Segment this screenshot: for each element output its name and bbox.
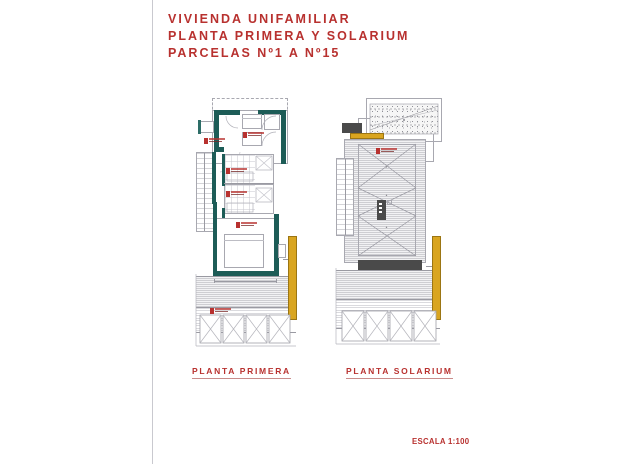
room-tag-text [231,168,247,173]
room-tag-text [215,308,231,313]
wall-top-left [214,110,240,115]
room-tag-bathroom-1 [226,168,247,174]
dimension-line [214,281,276,282]
wall-core-left [222,154,225,186]
partition-core-mid [224,183,274,184]
planta-primera-drawing [195,96,312,358]
wall-right-upper [281,110,286,164]
window-jamb-left [198,120,201,134]
room-tag-marker [236,222,240,228]
bed-upper-pillow-line [242,118,262,119]
room-tag-marker [243,132,247,138]
room-tag-marker [376,148,380,154]
caption-planta-solarium: PLANTA SOLARIUM [346,366,453,379]
wall-core-left-lower [222,208,225,218]
mechanical-vent-3 [379,211,382,213]
stair-treads [197,153,213,231]
roof-drain-marker [387,200,392,205]
screen-connector [426,266,432,267]
room-tag-bathroom-2 [226,191,247,197]
svg-text:▼: ▼ [385,165,388,169]
dimension-tick-left [214,279,215,283]
room-tag-solarium [376,148,397,154]
stair-handrail [204,153,205,231]
room-tag-text [381,148,397,153]
wall-top-right [258,110,286,115]
mechanical-block-centre [377,200,386,220]
gravel-texture-zone [370,104,438,134]
mechanical-vent-2 [379,207,382,209]
title-line-1: VIVIENDA UNIFAMILIAR [168,12,351,26]
terrace-paving-upper [336,270,432,300]
dimension-tick-right [276,279,277,283]
sheet-border-line [152,0,153,464]
wall-upper-stub [214,147,224,152]
terrace-edge-mid [196,307,288,308]
terrace-edge-mid [336,299,432,300]
wall-left-lower [213,202,217,276]
parking-bays [195,274,296,347]
terrace-edge-top [336,270,432,271]
wall-left-upper [214,110,219,152]
room-tag-text [248,132,264,137]
scale-note: ESCALA 1:100 [412,436,470,446]
stair-handrail [345,159,346,235]
room-tag-marker [210,308,214,314]
parking-bays [335,268,440,345]
room-tag-marker [226,168,230,174]
wall-bottom-lower [213,271,279,276]
planta-solarium-drawing: ▼ ▲ ▲ [335,96,458,358]
wall-stair-side [212,152,216,204]
window-recess-right [278,244,286,258]
yellow-screen-element [432,236,441,320]
screen-connector [283,259,288,260]
bathroom-fixtures [226,155,273,213]
mechanical-vent-1 [379,203,382,205]
room-tag-text [209,138,225,143]
mechanical-block-top [342,123,362,133]
room-tag-terrace [210,308,231,314]
bed-lower [224,234,264,268]
parapet-band [358,260,422,270]
yellow-cap-top [350,133,384,139]
title-line-3: PARCELAS Nº1 A Nº15 [168,46,341,60]
title-block: VIVIENDA UNIFAMILIAR PLANTA PRIMERA Y SO… [168,11,508,62]
wall-right-lower [274,214,279,276]
caption-planta-primera: PLANTA PRIMERA [192,366,291,379]
room-tag-bedroom-2 [236,222,257,228]
bed-upper [242,114,262,129]
bed-lower-pillow-line [224,240,264,241]
room-tag-marker [204,138,208,144]
room-tag-landing [204,138,225,144]
terrace-edge-top [196,276,288,277]
bathroom-2-tile-grid [225,185,255,213]
room-tag-marker [226,191,230,197]
yellow-screen-element [288,236,297,320]
svg-text:▲: ▲ [385,225,388,229]
room-tag-text [231,191,247,196]
gravel-zone-lines [369,103,439,135]
svg-text:▲: ▲ [385,193,388,197]
roof-drainage-lines: ▼ ▲ ▲ [357,143,417,257]
roof-inner-plane [358,144,416,256]
room-tag-bedroom-1 [243,132,264,138]
title-line-2: PLANTA PRIMERA Y SOLARIUM [168,29,410,43]
room-tag-text [241,222,257,227]
